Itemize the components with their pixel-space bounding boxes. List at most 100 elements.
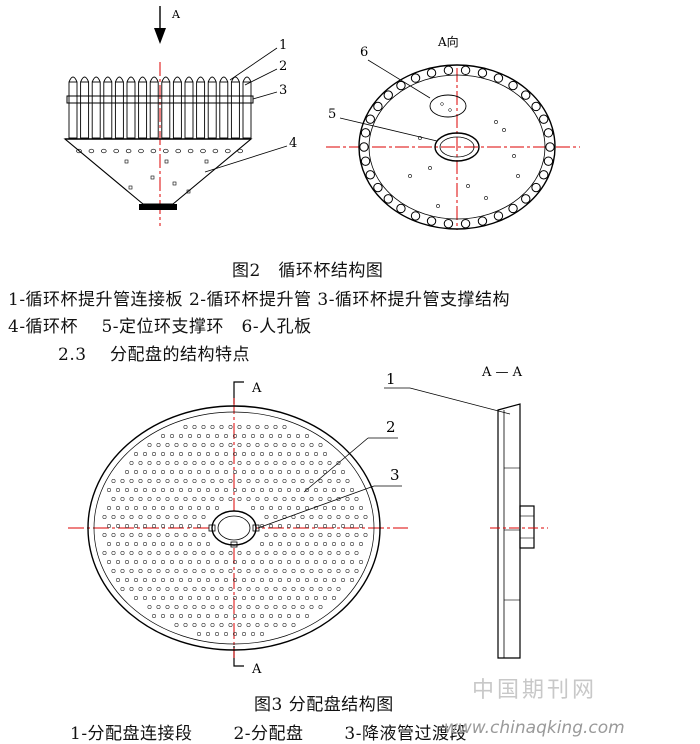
plate-hole (264, 461, 269, 466)
plate-hole (255, 623, 260, 628)
plate-hole (269, 596, 274, 601)
top-hole (512, 154, 516, 158)
plate-hole (174, 587, 179, 592)
riser-ring-bump (360, 128, 371, 138)
plate-hole (273, 551, 278, 556)
plate-hole (156, 479, 161, 484)
plate-hole (174, 605, 179, 610)
plate-hole (278, 452, 283, 457)
plate-hole (300, 551, 305, 556)
cup-holes (76, 148, 243, 194)
leader-f3-1b (409, 387, 511, 415)
plate-hole (192, 424, 197, 429)
plate-hole (242, 434, 247, 439)
plate-hole (331, 488, 336, 493)
plate-hole (323, 506, 328, 511)
plate-hole (120, 551, 125, 556)
riser-ring-bump (443, 218, 454, 229)
plate-hole (124, 470, 129, 475)
plate-hole (305, 434, 310, 439)
plate-hole (206, 506, 211, 511)
plate-hole (296, 524, 301, 529)
plate-hole (282, 497, 287, 502)
plate-hole (224, 434, 229, 439)
plate-hole (102, 551, 107, 556)
plate-hole (278, 470, 283, 475)
plate-hole (296, 506, 301, 511)
plate-hole (323, 578, 328, 583)
plate-hole (210, 461, 215, 466)
plate-hole (340, 578, 345, 583)
plate-hole (260, 578, 265, 583)
plate-hole (147, 497, 152, 502)
plate-hole (106, 542, 111, 547)
plate-hole (251, 506, 256, 511)
plate-hole (210, 587, 215, 592)
manhole-mark (448, 108, 452, 112)
plate-hole (269, 452, 274, 457)
plate-hole (124, 578, 129, 583)
plate-hole (300, 515, 305, 520)
plate-hole (336, 533, 341, 538)
plate-hole (102, 515, 107, 520)
plate-hole (201, 605, 206, 610)
plate-hole (296, 614, 301, 619)
plate-hole (115, 578, 120, 583)
plate-hole (287, 614, 292, 619)
plate-hole (349, 524, 354, 529)
plate-hole (273, 461, 278, 466)
plate-hole (201, 461, 206, 466)
cup-hole (163, 148, 169, 154)
riser-ring-bump (508, 203, 518, 214)
plate-hole (246, 497, 251, 502)
plate-hole (264, 587, 269, 592)
plate-hole (206, 596, 211, 601)
plate-hole (233, 596, 238, 601)
riser-ring-bump (410, 73, 421, 83)
plate-hole (287, 506, 292, 511)
plate-hole (282, 424, 287, 429)
plate-hole (192, 551, 197, 556)
plate-hole (106, 506, 111, 511)
riser-tube (68, 81, 78, 139)
riser-ring-bump (360, 156, 371, 166)
plate-hole (197, 470, 202, 475)
plate-hole (197, 560, 202, 565)
riser-tube (196, 81, 206, 139)
plate-hole (314, 596, 319, 601)
figure3-legend: 1-分配盘连接段 2-分配盘 3-降液管过渡段 (70, 724, 467, 744)
plate-hole (305, 524, 310, 529)
plate-hole (120, 569, 125, 574)
plate-hole (255, 497, 260, 502)
circulation-cup-body (63, 138, 253, 205)
plate-hole (264, 623, 269, 628)
plate-hole (237, 587, 242, 592)
callout-3: 3 (279, 83, 287, 98)
direction-label: A (171, 8, 181, 21)
top-hole (428, 166, 432, 170)
callout-5: 5 (328, 107, 336, 122)
plate-hole (152, 614, 157, 619)
plate-hole (147, 605, 152, 610)
plate-hole (197, 542, 202, 547)
riser-ring-bump (443, 65, 454, 76)
plate-hole (197, 524, 202, 529)
plate-hole (323, 542, 328, 547)
cup-hole (187, 148, 194, 154)
plate-hole (156, 587, 161, 592)
plate-hole (120, 515, 125, 520)
riser-tube-cap (219, 76, 229, 83)
plate-hole (147, 443, 152, 448)
plate-hole (183, 479, 188, 484)
plate-hole (165, 605, 170, 610)
plate-hole (201, 623, 206, 628)
plate-hole (246, 569, 251, 574)
plate-hole (269, 560, 274, 565)
leader-f3-3b (257, 485, 375, 529)
plate-hole (183, 605, 188, 610)
plate-hole (331, 560, 336, 565)
cup-bottom-flange (139, 204, 177, 210)
cup-mark (128, 185, 133, 190)
top-hole (408, 174, 412, 178)
top-hole (466, 184, 470, 188)
